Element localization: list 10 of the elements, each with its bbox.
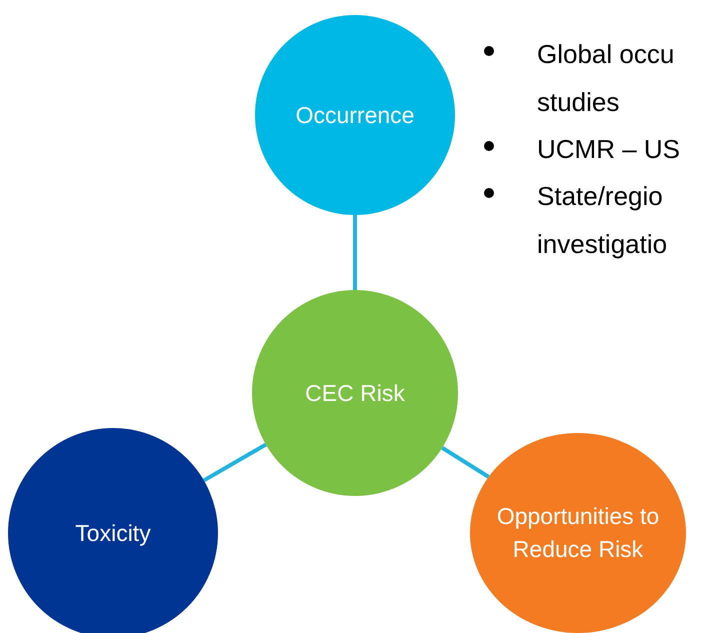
node-label: CEC Risk: [304, 378, 406, 408]
connector-line: [353, 215, 357, 290]
bullet-text: Global occu studies: [537, 38, 676, 119]
connector-line: [202, 442, 267, 482]
connector-line: [441, 446, 490, 479]
bullet-text: State/regio investigatio: [537, 180, 668, 261]
bullet-text: UCMR – US: [537, 133, 682, 166]
node-label: Toxicity: [74, 518, 152, 548]
node-label: Occurrence: [294, 100, 416, 130]
node-label: Opportunities to Reduce Risk: [496, 502, 660, 564]
